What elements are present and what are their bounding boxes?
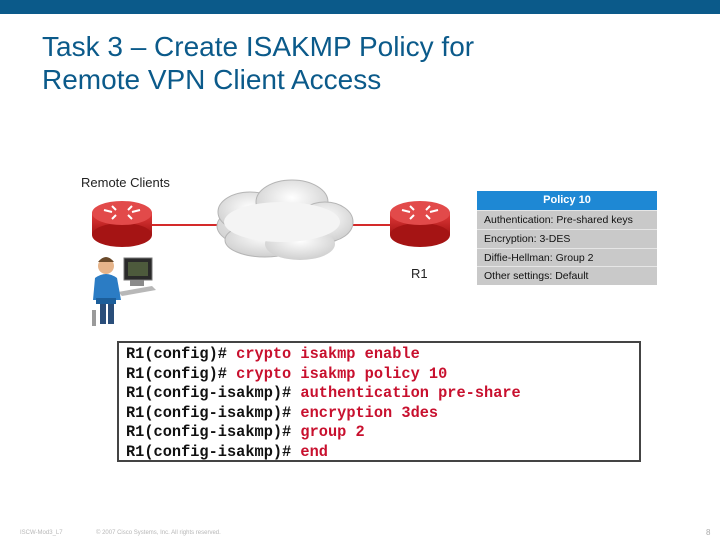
cli-command: authentication pre-share: [300, 384, 521, 402]
policy-row-diffie-hellman: Diffie-Hellman: Group 2: [477, 247, 657, 267]
cli-command: end: [300, 442, 328, 461]
remote-clients-label: Remote Clients: [81, 175, 170, 190]
policy-row-other-settings: Other settings: Default: [477, 266, 657, 285]
r1-label: R1: [411, 266, 428, 281]
internet-cloud-icon: [216, 179, 354, 260]
cli-prompt: R1(config)#: [126, 345, 237, 363]
page-number: 8: [706, 528, 711, 537]
cli-line: R1(config-isakmp)# authentication pre-sh…: [126, 384, 521, 403]
remote-client-user-icon: [92, 257, 156, 326]
cli-line: R1(config-isakmp)# group 2: [126, 423, 365, 442]
r1-router-icon: [390, 201, 450, 247]
slide-title: Task 3 – Create ISAKMP Policy for Remote…: [42, 30, 662, 96]
cli-command: encryption 3des: [300, 403, 439, 422]
cli-prompt: R1(config-isakmp)#: [126, 384, 301, 402]
policy-row-authentication: Authentication: Pre-shared keys: [477, 210, 657, 229]
cli-prompt: R1(config-isakmp)#: [126, 442, 301, 461]
cli-command: crypto isakmp enable: [236, 345, 420, 363]
policy-table: Policy 10 Authentication: Pre-shared key…: [477, 191, 657, 285]
cli-line: R1(config)# crypto isakmp enable: [126, 345, 420, 364]
cli-prompt: R1(config)#: [126, 364, 237, 383]
policy-table-header: Policy 10: [477, 191, 657, 210]
cli-prompt: R1(config-isakmp)#: [126, 403, 301, 422]
policy-row-encryption: Encryption: 3-DES: [477, 228, 657, 248]
cli-box: R1(config)# crypto isakmp enable R1(conf…: [117, 341, 641, 462]
title-line-2: Remote VPN Client Access: [42, 64, 382, 95]
cli-line: R1(config-isakmp)# encryption 3des: [126, 404, 438, 423]
cli-command: crypto isakmp policy 10: [236, 364, 448, 383]
title-line-1: Task 3 – Create ISAKMP Policy for: [42, 31, 475, 62]
copyright-notice: © 2007 Cisco Systems, Inc. All rights re…: [96, 530, 221, 536]
remote-router-icon: [92, 201, 152, 247]
top-banner: [0, 0, 720, 14]
cli-prompt: R1(config-isakmp)#: [126, 423, 301, 441]
cli-command: group 2: [300, 423, 365, 441]
course-code: ISCW-Mod3_L7: [20, 530, 63, 536]
cli-line: R1(config)# crypto isakmp policy 10: [126, 365, 447, 384]
cli-line: R1(config-isakmp)# end: [126, 443, 328, 462]
